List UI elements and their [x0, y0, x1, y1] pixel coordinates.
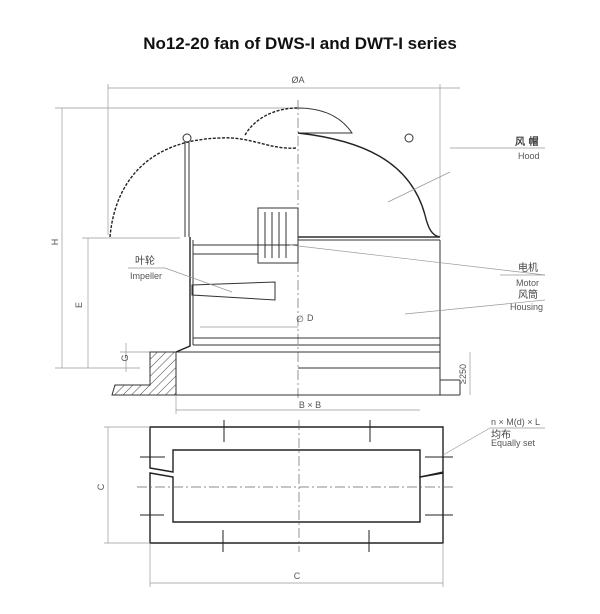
dimension-e: E	[74, 237, 180, 368]
label-impeller-en: Impeller	[130, 271, 162, 281]
label-hood-en: Hood	[518, 151, 540, 161]
label-hood-cn: 风 帽	[515, 135, 538, 148]
hood	[109, 107, 441, 238]
label-min-250: ≥250	[458, 364, 468, 384]
label-motor-cn: 电机	[518, 261, 538, 274]
housing	[175, 207, 461, 395]
label-impeller-cn: 叶轮	[135, 254, 155, 267]
dimension-bxb: B × B	[175, 395, 420, 414]
label-bolts: n × M(d) × L	[491, 417, 540, 427]
label-equally-en: Equally set	[491, 438, 536, 448]
dimension-c-vertical: C	[96, 426, 150, 544]
housing-leader	[404, 299, 546, 315]
dimension-diameter-a: ØA	[107, 75, 460, 237]
motor-leader	[289, 244, 546, 276]
label-housing-cn: 风筒	[518, 288, 538, 301]
svg-text:C: C	[96, 483, 106, 490]
dimension-g: G	[120, 343, 150, 372]
svg-text:C: C	[294, 571, 301, 581]
impeller-leader	[164, 267, 233, 293]
svg-text:B × B: B × B	[299, 400, 321, 410]
base-section	[111, 351, 460, 396]
label-housing-en: Housing	[510, 302, 543, 312]
dimension-c-horizontal: C	[149, 543, 444, 587]
hood-leader	[387, 171, 451, 203]
svg-text:∅: ∅	[296, 314, 304, 324]
label-diameter-a: ØA	[291, 75, 304, 85]
label-d: D	[307, 313, 314, 323]
label-equally-cn: 均布	[491, 429, 511, 441]
label-e: E	[74, 302, 84, 308]
svg-text:G: G	[120, 354, 130, 361]
diagram-title: No12-20 fan of DWS-I and DWT-I series	[143, 34, 457, 53]
label-motor-en: Motor	[516, 278, 539, 288]
dimension-h: H	[50, 107, 300, 369]
base-plan-view: n × M(d) × L 均布 Equally set	[137, 417, 545, 552]
label-h: H	[50, 239, 60, 246]
